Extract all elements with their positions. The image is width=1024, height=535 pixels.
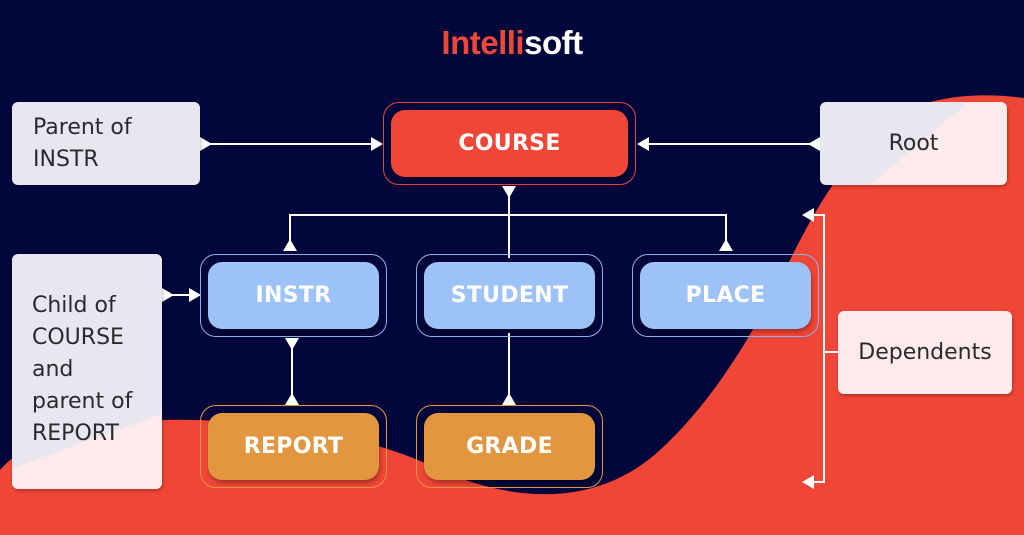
entity-report-box: REPORT (208, 413, 379, 480)
label-text: Root (888, 130, 939, 156)
entity-instr-box: INSTR (208, 262, 379, 329)
label-child-of-course: Child of COURSE and parent of REPORT (12, 254, 162, 489)
label-parent-of-instr: Parent of INSTR (12, 102, 200, 185)
entity-course-box: COURSE (391, 110, 628, 177)
label-line: and (32, 357, 74, 382)
label-dependents: Dependents (838, 311, 1012, 394)
label-line: Parent of (33, 115, 132, 140)
entity-student-box: STUDENT (424, 262, 595, 329)
entity-course[interactable]: COURSE (383, 102, 636, 185)
label-line: COURSE (32, 325, 124, 350)
entity-instr[interactable]: INSTR (200, 254, 387, 337)
entity-grade-box: GRADE (424, 413, 595, 480)
entity-place[interactable]: PLACE (632, 254, 819, 337)
label-line: INSTR (33, 147, 99, 172)
brand-logo: Intellisoft (0, 24, 1024, 62)
label-line: Child of (32, 293, 116, 318)
brand-logo-part1: Intelli (441, 24, 525, 61)
brand-logo-part2: soft (524, 24, 583, 61)
entity-place-box: PLACE (640, 262, 811, 329)
label-line: parent of (32, 389, 133, 414)
label-text: Dependents (858, 339, 992, 365)
entity-grade[interactable]: GRADE (416, 405, 603, 488)
entity-student[interactable]: STUDENT (416, 254, 603, 337)
label-line: REPORT (32, 421, 119, 446)
entity-report[interactable]: REPORT (200, 405, 387, 488)
label-root: Root (820, 102, 1007, 185)
